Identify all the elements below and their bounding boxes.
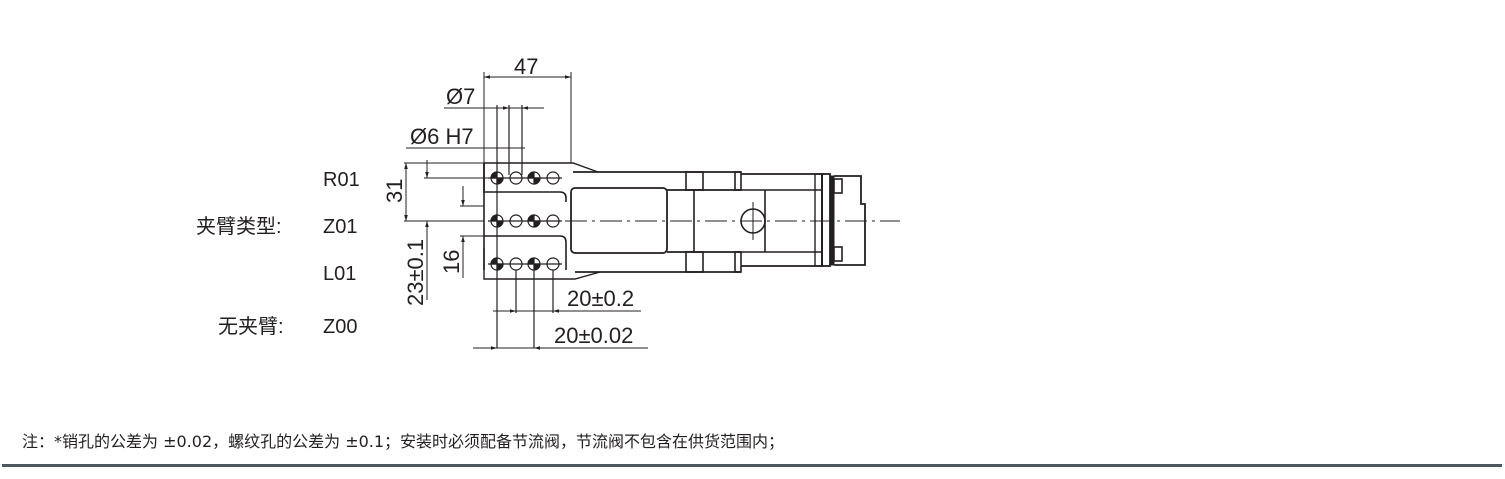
code-r01: R01 — [323, 169, 360, 191]
code-l01: L01 — [323, 263, 356, 285]
gripper-technical-drawing: 夹臂类型: 无夹臂: R01 Z01 L01 Z00 — [196, 54, 900, 350]
dim-hole-pitch-pin: 20±0.02 — [554, 323, 633, 348]
dimension-lines — [404, 72, 648, 350]
tolerance-note: 注：*销孔的公差为 ±0.02，螺纹孔的公差为 ±0.1；安装时必须配备节流阀，… — [22, 432, 785, 451]
dim-hole-dia-pin: Ø6 H7 — [410, 124, 474, 149]
arm-type-label: 夹臂类型: — [196, 215, 282, 238]
dim-row-offset: 23±0.1 — [403, 239, 428, 306]
hole-pattern — [488, 105, 562, 348]
code-z01: Z01 — [323, 216, 357, 238]
footer-divider — [2, 464, 1502, 467]
dim-hole-pitch-thread: 20±0.2 — [567, 286, 634, 311]
dim-overall-width: 47 — [514, 54, 538, 79]
no-arm-label: 无夹臂: — [218, 315, 284, 338]
gripper-body — [483, 162, 866, 280]
code-z00: Z00 — [323, 316, 357, 338]
dim-slot-width: 16 — [439, 250, 464, 274]
dim-row-spacing-outer: 31 — [382, 179, 407, 203]
dim-hole-dia-thread: Ø7 — [446, 84, 475, 109]
